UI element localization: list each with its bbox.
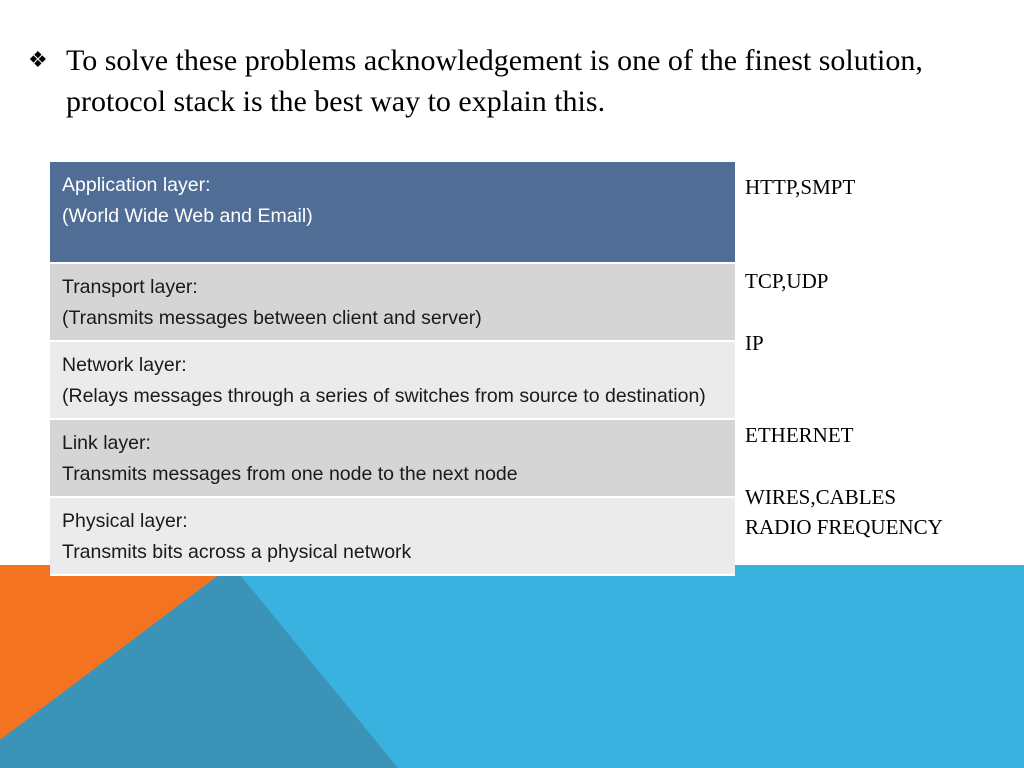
bullet-text: To solve these problems acknowledgement … <box>66 44 923 118</box>
protocol-label-transport: TCP,UDP <box>745 269 829 293</box>
layer-title: Physical layer: <box>62 510 188 532</box>
layer-title: Application layer: <box>62 174 211 196</box>
layer-cell: Physical layer: Transmits bits across a … <box>50 497 735 576</box>
layer-row-physical: Physical layer: Transmits bits across a … <box>50 497 735 576</box>
protocol-label-physical: WIRES,CABLES RADIO FREQUENCY <box>745 485 943 539</box>
layer-row-transport: Transport layer: (Transmits messages bet… <box>50 263 735 342</box>
layer-description: (World Wide Web and Email) <box>62 205 313 227</box>
protocol-label-application: HTTP,SMPT <box>745 175 856 199</box>
layer-cell: Application layer: (World Wide Web and E… <box>50 162 735 264</box>
layer-description: (Relays messages through a series of swi… <box>62 385 706 407</box>
protocol-label-network: IP <box>745 331 764 355</box>
layer-title: Link layer: <box>62 432 151 454</box>
diamond-bullet-icon: ❖ <box>28 48 48 73</box>
layer-cell: Transport layer: (Transmits messages bet… <box>50 263 735 342</box>
layer-title: Network layer: <box>62 354 187 376</box>
layer-description: Transmits bits across a physical network <box>62 541 412 563</box>
layer-cell: Network layer: (Relays messages through … <box>50 341 735 420</box>
layer-row-link: Link layer: Transmits messages from one … <box>50 419 735 498</box>
layer-description: Transmits messages from one node to the … <box>62 463 518 485</box>
bullet-point: ❖ To solve these problems acknowledgemen… <box>28 40 988 122</box>
layer-title: Transport layer: <box>62 276 198 298</box>
protocol-label-link: ETHERNET <box>745 423 854 447</box>
layer-row-network: Network layer: (Relays messages through … <box>50 341 735 420</box>
layer-description: (Transmits messages between client and s… <box>62 307 482 329</box>
protocol-stack-table: Application layer: (World Wide Web and E… <box>50 162 735 576</box>
steel-triangle <box>0 565 398 768</box>
layer-row-application: Application layer: (World Wide Web and E… <box>50 162 735 264</box>
layer-cell: Link layer: Transmits messages from one … <box>50 419 735 498</box>
